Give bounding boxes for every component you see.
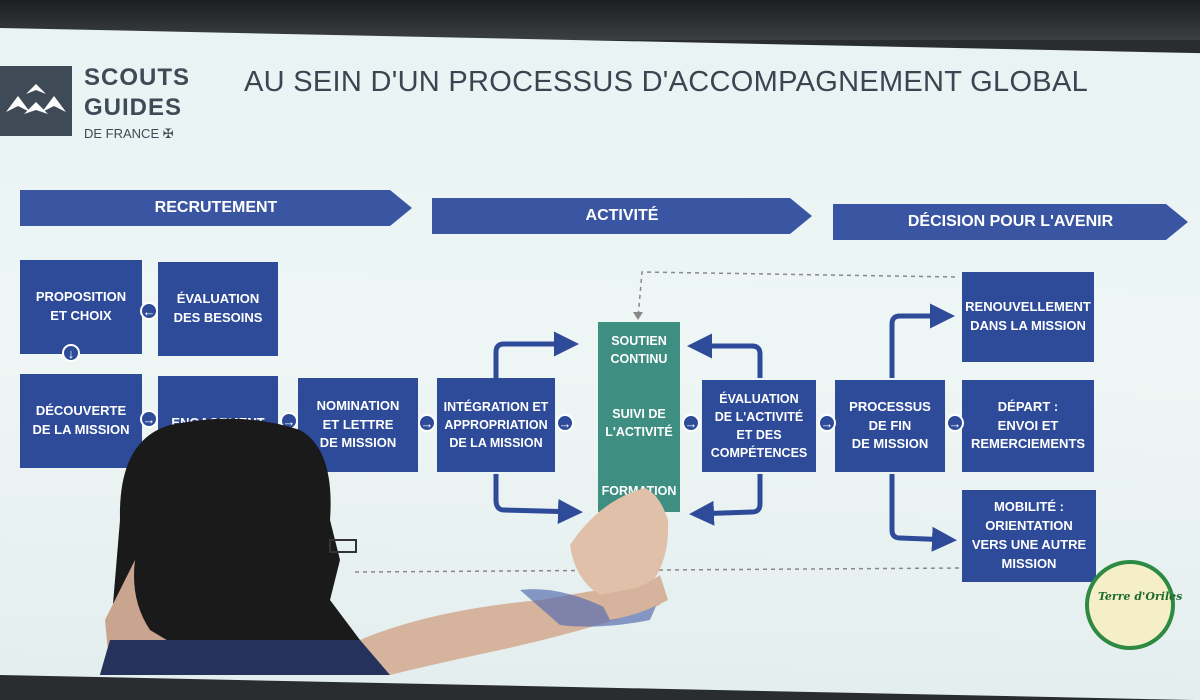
box-mobilite: MOBILITÉ : ORIENTATION VERS UNE AUTRE MI… <box>962 490 1096 582</box>
arrow-left-icon: ← <box>140 302 158 320</box>
green-column <box>598 322 680 512</box>
box-evaluation-activite: ÉVALUATION DE L'ACTIVITÉ ET DES COMPÉTEN… <box>702 380 816 472</box>
green-suivi: SUIVI DE L'ACTIVITÉ <box>605 407 673 440</box>
box-proposition: PROPOSITION ET CHOIX <box>20 260 142 354</box>
arrow-to-soutien <box>493 331 579 378</box>
logo-mark <box>0 66 72 136</box>
logo-text-guides: GUIDES <box>84 94 183 121</box>
arrow-back-soutien <box>687 333 763 378</box>
presenter-silhouette <box>100 418 669 675</box>
arrow-right-icon: → <box>682 414 700 432</box>
box-processus-fin: PROCESSUS DE FIN DE MISSION <box>835 380 945 472</box>
arrow-right-icon: → <box>140 410 158 428</box>
logo-text-scouts: SCOUTS <box>84 64 191 91</box>
box-evaluation-besoins: ÉVALUATION DES BESOINS <box>158 262 278 356</box>
arrow-to-renouvellement <box>889 303 955 378</box>
dashed-loop-bottom <box>354 567 963 573</box>
flow-arrows <box>100 271 963 675</box>
banner-decision: DÉCISION POUR L'AVENIR <box>833 204 1188 240</box>
arrow-to-mobilite <box>889 474 957 552</box>
green-soutien: SOUTIEN CONTINU <box>610 334 668 367</box>
banner-activite: ACTIVITÉ <box>432 198 812 234</box>
box-depart: DÉPART : ENVOI ET REMERCIEMENTS <box>962 380 1094 472</box>
banner-recrutement: RECRUTEMENT <box>20 190 412 226</box>
arrow-back-formation <box>689 474 763 526</box>
arrow-down-icon: ↓ <box>62 344 80 362</box>
logo-emblem-icon <box>6 84 66 114</box>
arrow-to-formation <box>493 474 583 524</box>
logo-text-de-france: DE FRANCE ✠ <box>84 126 174 141</box>
box-decouverte: DÉCOUVERTE DE LA MISSION <box>20 374 142 468</box>
box-renouvellement: RENOUVELLEMENT DANS LA MISSION <box>962 272 1094 362</box>
arrow-right-icon: → <box>818 414 836 432</box>
slide-title: AU SEIN D'UN PROCESSUS D'ACCOMPAGNEMENT … <box>244 66 1089 98</box>
watermark-badge <box>1085 560 1175 650</box>
dashed-loop-top <box>637 271 956 319</box>
arrow-right-icon: → <box>946 414 964 432</box>
box-integration: INTÉGRATION ET APPROPRIATION DE LA MISSI… <box>437 378 555 472</box>
box-nomination: NOMINATION ET LETTRE DE MISSION <box>298 378 418 472</box>
watermark-badge-text: Terre d'Oriles <box>1098 590 1183 603</box>
arrow-right-icon: → <box>418 414 436 432</box>
arrow-right-icon: → <box>556 414 574 432</box>
